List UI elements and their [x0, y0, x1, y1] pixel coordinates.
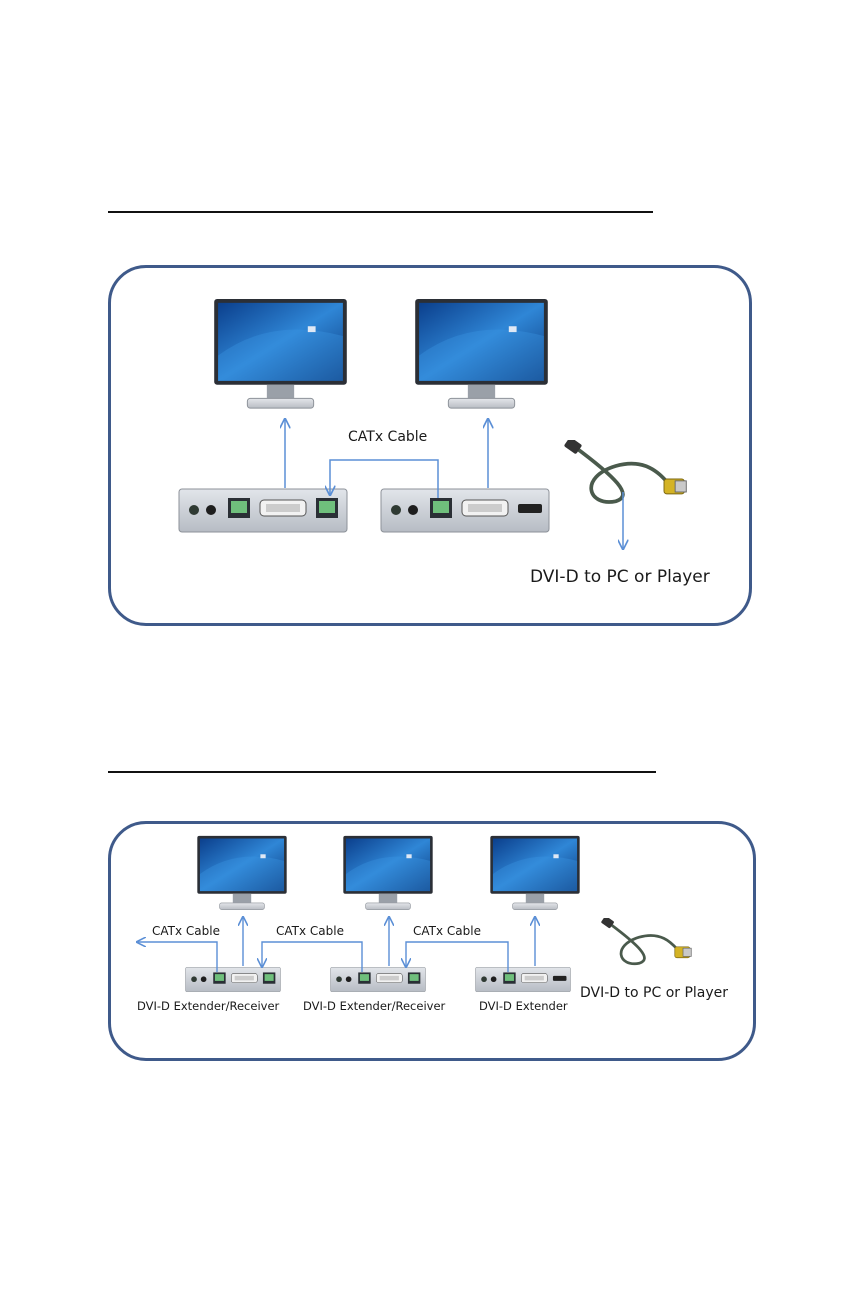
extender-device-icon — [475, 966, 571, 993]
device-label: DVI-D Extender — [479, 999, 568, 1013]
section-rule-top — [108, 211, 653, 213]
catx-cable-label: CATx Cable — [152, 924, 220, 938]
extender-device-icon — [185, 966, 281, 993]
catx-cable-label: CATx Cable — [348, 429, 427, 445]
extender-device-icon — [330, 966, 426, 993]
dvi-cable-icon — [560, 440, 690, 505]
dvi-source-label: DVI-D to PC or Player — [530, 567, 710, 587]
catx-cable-label: CATx Cable — [413, 924, 481, 938]
device-label: DVI-D Extender/Receiver — [137, 999, 279, 1013]
monitor-icon — [196, 834, 288, 914]
monitor-icon — [413, 297, 550, 414]
monitor-icon — [342, 834, 434, 914]
catx-cable-label: CATx Cable — [276, 924, 344, 938]
section-rule-bottom — [108, 771, 656, 773]
device-label: DVI-D Extender/Receiver — [303, 999, 445, 1013]
monitor-icon — [489, 834, 581, 914]
extender-device-icon — [178, 488, 348, 533]
dvi-source-label: DVI-D to PC or Player — [580, 985, 728, 1001]
monitor-icon — [212, 297, 349, 414]
extender-device-icon — [380, 488, 550, 533]
dvi-cable-icon — [598, 918, 694, 966]
